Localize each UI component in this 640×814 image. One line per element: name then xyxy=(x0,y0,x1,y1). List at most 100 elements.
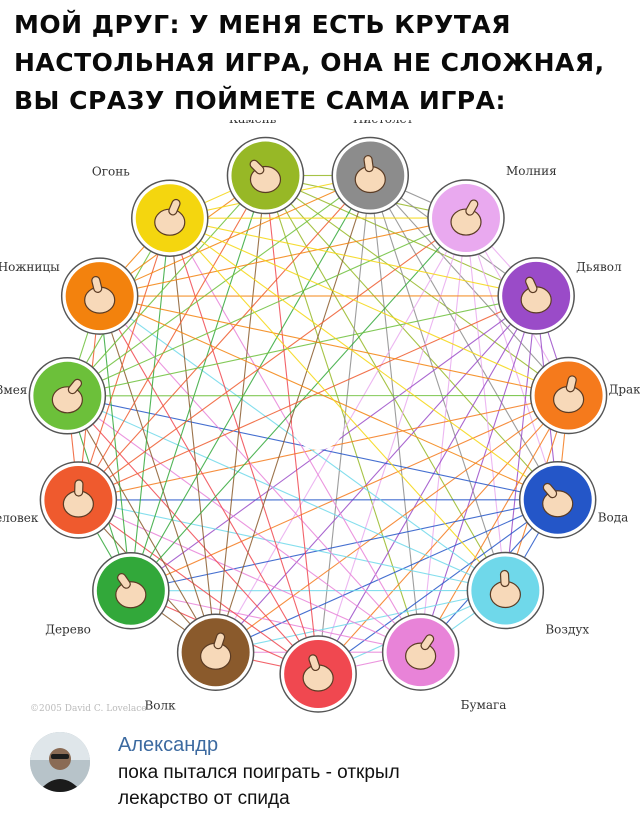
edge-line xyxy=(66,175,266,397)
node-label: Дерево xyxy=(45,623,91,637)
edge-line xyxy=(265,175,559,501)
thumb-hand-icon xyxy=(62,479,94,518)
node-8: Бумага xyxy=(381,613,507,712)
edge-line xyxy=(169,218,319,675)
edge-line xyxy=(77,218,171,501)
edge-line xyxy=(215,499,558,653)
edge-line xyxy=(465,217,559,500)
edge-line xyxy=(130,217,467,592)
edge-line xyxy=(215,395,569,653)
edge-line xyxy=(130,175,371,592)
edge-line xyxy=(169,217,506,591)
node-label: Дракон xyxy=(609,382,640,396)
avatar-photo-icon xyxy=(30,732,90,792)
copyright-text: ©2005 David C. Lovelace xyxy=(30,704,147,714)
node-label: Камень xyxy=(229,120,277,126)
edge-line xyxy=(130,218,171,591)
comment: Александр пока пытался поиграть - открыл… xyxy=(26,728,626,814)
node-5: Дракон xyxy=(529,356,640,435)
edge-line xyxy=(215,589,506,653)
edge-line xyxy=(67,217,467,397)
edge-line xyxy=(169,217,559,501)
edge-line xyxy=(264,175,422,653)
comment-author[interactable]: Александр xyxy=(118,734,219,756)
edge-line xyxy=(77,175,371,501)
edge-line xyxy=(130,395,569,592)
edge-line xyxy=(99,295,558,501)
meme-caption: МОЙ ДРУГ: У МЕНЯ ЕСТЬ КРУТАЯ НАСТОЛЬНАЯ … xyxy=(14,10,605,115)
edge-line xyxy=(504,295,537,591)
edge-line xyxy=(169,217,569,397)
edge-line xyxy=(99,174,371,297)
snake-hand-icon xyxy=(51,378,83,414)
edge-line xyxy=(420,295,537,653)
edge-line xyxy=(67,295,537,397)
edge-line xyxy=(265,175,569,396)
node-label: Ножницы xyxy=(0,260,60,274)
edge-line xyxy=(66,395,319,675)
scissors-hand-icon xyxy=(84,275,116,314)
avatar[interactable] xyxy=(30,732,90,792)
edge-line xyxy=(465,217,506,591)
edge-line xyxy=(369,175,422,653)
flat-hand-icon xyxy=(405,634,437,670)
edge-line xyxy=(78,499,506,592)
node-label: Пистолет xyxy=(353,120,414,126)
edge-line xyxy=(169,217,537,297)
node-1: Камень xyxy=(226,120,305,215)
edge-line xyxy=(215,295,537,653)
edge-line xyxy=(99,217,467,297)
node-13: Змея xyxy=(0,357,107,435)
game-diagram: КаменьПистолетМолнияДьяволДраконВодаВозд… xyxy=(0,120,640,713)
node-3: Молния xyxy=(427,164,557,257)
edge-line xyxy=(99,295,569,397)
node-2: Пистолет xyxy=(331,120,414,215)
edge-line xyxy=(264,175,506,591)
center-hole xyxy=(292,398,344,450)
edge-line xyxy=(99,296,132,591)
edge-line xyxy=(130,499,558,592)
edge-line xyxy=(78,499,319,675)
node-15: Огонь xyxy=(92,164,209,257)
wolf-hand-icon xyxy=(200,632,232,670)
edge-line xyxy=(420,217,467,653)
node-label: Человек xyxy=(0,511,39,525)
edge-line xyxy=(67,395,421,653)
three-fingers-icon xyxy=(154,198,186,236)
grip-hand-icon xyxy=(302,654,334,692)
edge-line xyxy=(317,217,467,675)
node-7: Воздух xyxy=(466,551,589,636)
dragon-hand-icon xyxy=(553,375,585,414)
edge-line xyxy=(77,175,266,501)
edge-line xyxy=(78,499,421,653)
node-label: Воздух xyxy=(545,622,589,636)
edge-line xyxy=(420,395,570,653)
node-label: Вода xyxy=(598,511,629,525)
edge-line xyxy=(265,175,537,297)
edge-line xyxy=(369,175,570,396)
node-label: Огонь xyxy=(92,164,130,178)
edge-line xyxy=(78,295,537,501)
node-6: Вода xyxy=(518,460,629,539)
edge-line xyxy=(130,590,421,653)
fist-icon xyxy=(249,159,282,194)
edge-line xyxy=(99,295,217,653)
edge-line xyxy=(67,395,506,592)
edge-line xyxy=(99,295,422,653)
edge-line xyxy=(169,218,217,653)
edge-line xyxy=(67,175,371,397)
edge-line xyxy=(317,295,537,675)
node-label: Бумага xyxy=(461,698,507,712)
ok-hand-icon xyxy=(489,569,521,609)
edge-line xyxy=(215,175,267,653)
edge-line xyxy=(317,499,559,675)
node-label: Волк xyxy=(144,698,176,712)
edge-line xyxy=(99,295,319,675)
edge-line xyxy=(215,175,371,653)
comment-text: пока пытался поиграть - открыл лекарство… xyxy=(118,762,400,809)
node-label: Змея xyxy=(0,383,27,397)
lightning-hand-icon xyxy=(450,199,482,236)
finger-gun-icon xyxy=(354,155,386,194)
edge-line xyxy=(66,395,217,653)
node-9: Губка xyxy=(279,635,357,713)
